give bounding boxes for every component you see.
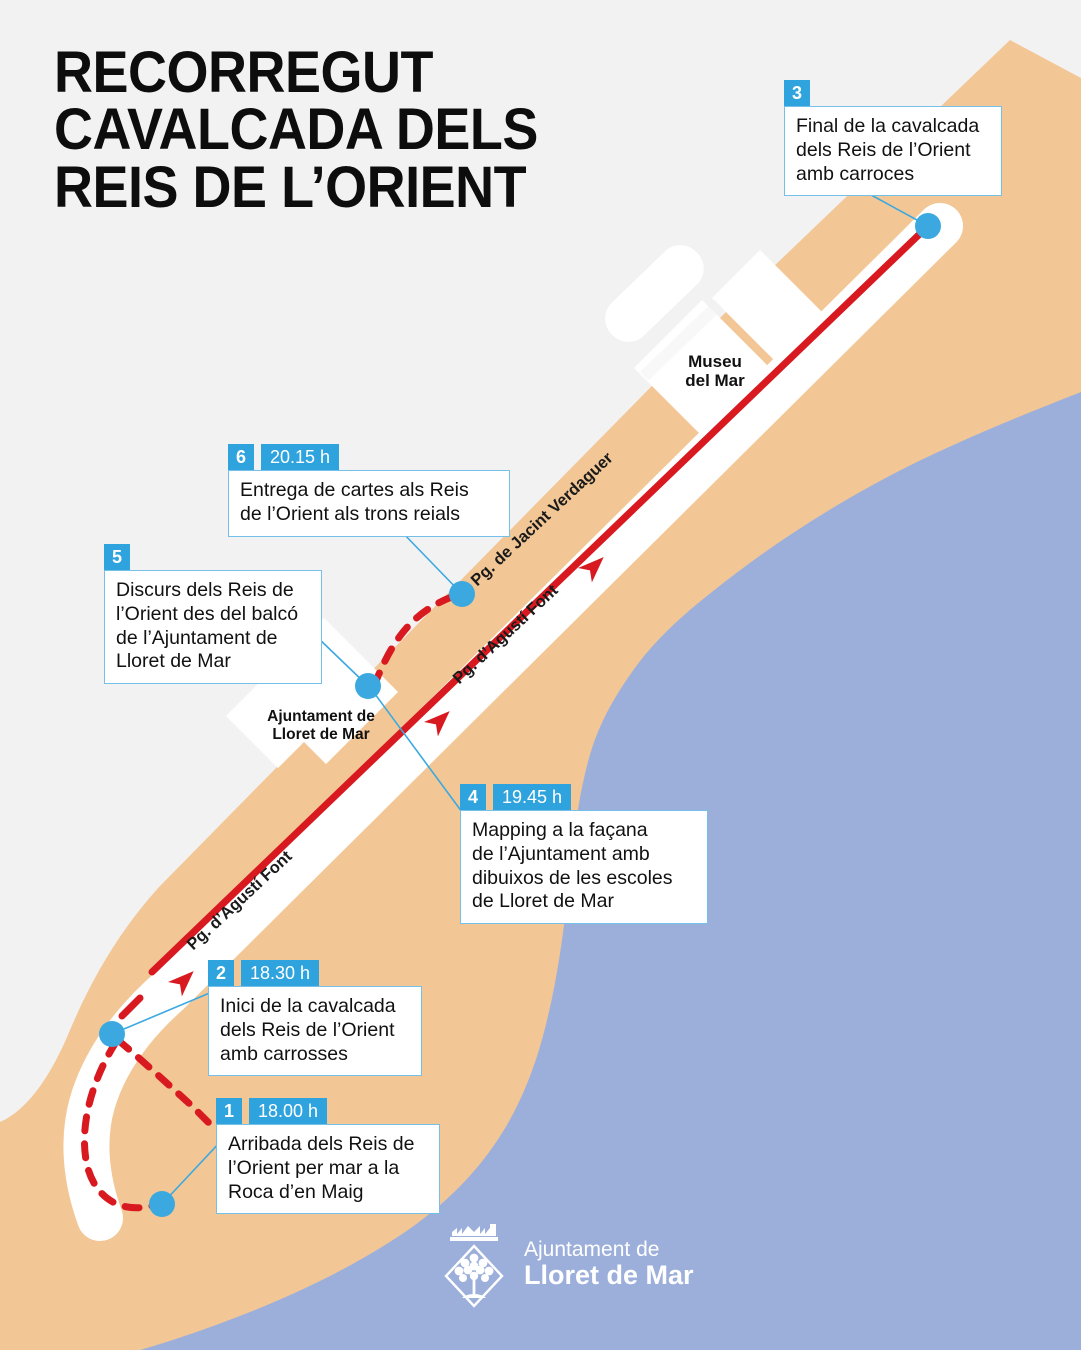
- marker-2: [99, 1021, 125, 1047]
- callout-2-line-3: amb carrosses: [220, 1042, 348, 1065]
- marker-5: [355, 673, 381, 699]
- callout-3-line-1: Final de la cavalcada: [796, 115, 980, 137]
- logo-line-1: Ajuntament de: [524, 1237, 660, 1261]
- callout-4-time: 19.45 h: [493, 784, 572, 810]
- museum-label-line2: del Mar: [685, 371, 745, 391]
- leader-2: [111, 991, 213, 1035]
- callout-2-line-1: Inici de la cavalcada: [220, 995, 396, 1017]
- callout-3-line-2: dels Reis de l’Orient: [796, 138, 971, 161]
- callout-5-tags: 5: [104, 544, 322, 570]
- townhall-label: Ajuntament de Lloret de Mar: [248, 708, 394, 743]
- museum-block-2: [712, 250, 848, 386]
- callout-5-body: Discurs dels Reis de l’Orient des del ba…: [104, 570, 322, 685]
- logo-text: Ajuntament de Lloret de Mar: [524, 1237, 694, 1290]
- museum-label: Museu del Mar: [660, 352, 770, 391]
- callout-2-number: 2: [208, 960, 234, 986]
- marker-6: [449, 581, 475, 607]
- diamond-outline: [444, 1244, 504, 1308]
- museum-block: [634, 300, 784, 450]
- callout-3-body: Final de la cavalcada dels Reis de l’Ori…: [784, 106, 1002, 197]
- route-dashed-sea-arrival-outer: [80, 1038, 156, 1212]
- callout-4-line-2: de l’Ajuntament amb: [472, 842, 650, 865]
- callout-2[interactable]: 2 18.30 h Inici de la cavalcada dels Rei…: [208, 960, 422, 1077]
- route-dashed-sea-arrival-inner: [114, 1036, 214, 1128]
- callout-6-line-2: de l’Orient als trons reials: [240, 502, 461, 525]
- title-line-3: REIS DE L’ORIENT: [54, 154, 527, 220]
- page-title: RECORREGUT CAVALCADA DELS REIS DE L’ORIE…: [54, 40, 754, 220]
- ajuntament-logo: Ajuntament de Lloret de Mar: [438, 1218, 694, 1310]
- callout-6-tags: 6 20.15 h: [228, 444, 510, 470]
- title-line-1: RECORREGUT: [54, 40, 433, 105]
- callout-1-line-2: l’Orient per mar a la: [228, 1156, 400, 1179]
- lloret-coat-of-arms: [444, 1224, 504, 1308]
- townhall-label-line1: Ajuntament de: [267, 708, 375, 725]
- callout-4[interactable]: 4 19.45 h Mapping a la façana de l’Ajunt…: [460, 784, 708, 925]
- callout-4-body: Mapping a la façana de l’Ajuntament amb …: [460, 810, 708, 925]
- callout-1-line-3: Roca d’en Maig: [228, 1180, 364, 1203]
- route-markers: [99, 213, 941, 1217]
- museum-block-detail: [605, 245, 724, 381]
- tree-emblem-icon: [454, 1253, 494, 1298]
- townhall-label-line2: Lloret de Mar: [272, 725, 370, 743]
- callout-6[interactable]: 6 20.15 h Entrega de cartes als Reis de …: [228, 444, 510, 537]
- callout-6-number: 6: [228, 444, 254, 470]
- callout-5-number: 5: [104, 544, 130, 570]
- callout-4-line-1: Mapping a la façana: [472, 819, 648, 841]
- marker-3: [915, 213, 941, 239]
- callout-4-number: 4: [460, 784, 486, 810]
- callout-4-line-4: de Lloret de Mar: [472, 890, 614, 913]
- crown-icon: [450, 1224, 498, 1241]
- callout-6-line-1: Entrega de cartes als Reis: [240, 479, 469, 501]
- museum-label-line1: Museu: [688, 352, 742, 371]
- leader-4: [371, 689, 463, 813]
- route-dashed-balcony: [370, 592, 458, 690]
- route-stub: [118, 994, 144, 1020]
- callout-5-line-2: l’Orient des del balcó: [116, 602, 299, 625]
- callout-5-line-3: de l’Ajuntament de: [116, 626, 278, 649]
- callout-2-body: Inici de la cavalcada dels Reis de l’Ori…: [208, 986, 422, 1077]
- callout-1[interactable]: 1 18.00 h Arribada dels Reis de l’Orient…: [216, 1098, 440, 1215]
- callout-1-tags: 1 18.00 h: [216, 1098, 440, 1124]
- callout-3-tags: 3: [784, 80, 1002, 106]
- callout-1-body: Arribada dels Reis de l’Orient per mar a…: [216, 1124, 440, 1215]
- callout-4-tags: 4 19.45 h: [460, 784, 708, 810]
- callout-3-number: 3: [784, 80, 810, 106]
- callout-5-line-4: Lloret de Mar: [116, 650, 231, 673]
- callout-6-body: Entrega de cartes als Reis de l’Orient a…: [228, 470, 510, 537]
- logo-line-2: Lloret de Mar: [524, 1259, 694, 1290]
- callout-6-time: 20.15 h: [261, 444, 340, 470]
- callout-4-line-3: dibuixos de les escoles: [472, 866, 673, 889]
- callout-5[interactable]: 5 Discurs dels Reis de l’Orient des del …: [104, 544, 322, 685]
- callout-1-number: 1: [216, 1098, 242, 1124]
- leader-6: [399, 529, 463, 595]
- marker-1: [149, 1191, 175, 1217]
- callout-2-time: 18.30 h: [241, 960, 320, 986]
- callout-1-time: 18.00 h: [249, 1098, 328, 1124]
- leader-1: [161, 1139, 223, 1205]
- title-line-2: CAVALCADA DELS: [54, 97, 538, 163]
- townhall-block-2: [226, 674, 320, 768]
- callout-2-tags: 2 18.30 h: [208, 960, 422, 986]
- callout-3-line-3: amb carroces: [796, 162, 915, 185]
- callout-2-line-2: dels Reis de l’Orient: [220, 1018, 395, 1041]
- route-arrowheads: [168, 557, 604, 997]
- callout-3[interactable]: 3 Final de la cavalcada dels Reis de l’O…: [784, 80, 1002, 197]
- callout-5-line-1: Discurs dels Reis de: [116, 579, 294, 601]
- callout-1-line-1: Arribada dels Reis de: [228, 1133, 415, 1155]
- route-main: [148, 222, 932, 976]
